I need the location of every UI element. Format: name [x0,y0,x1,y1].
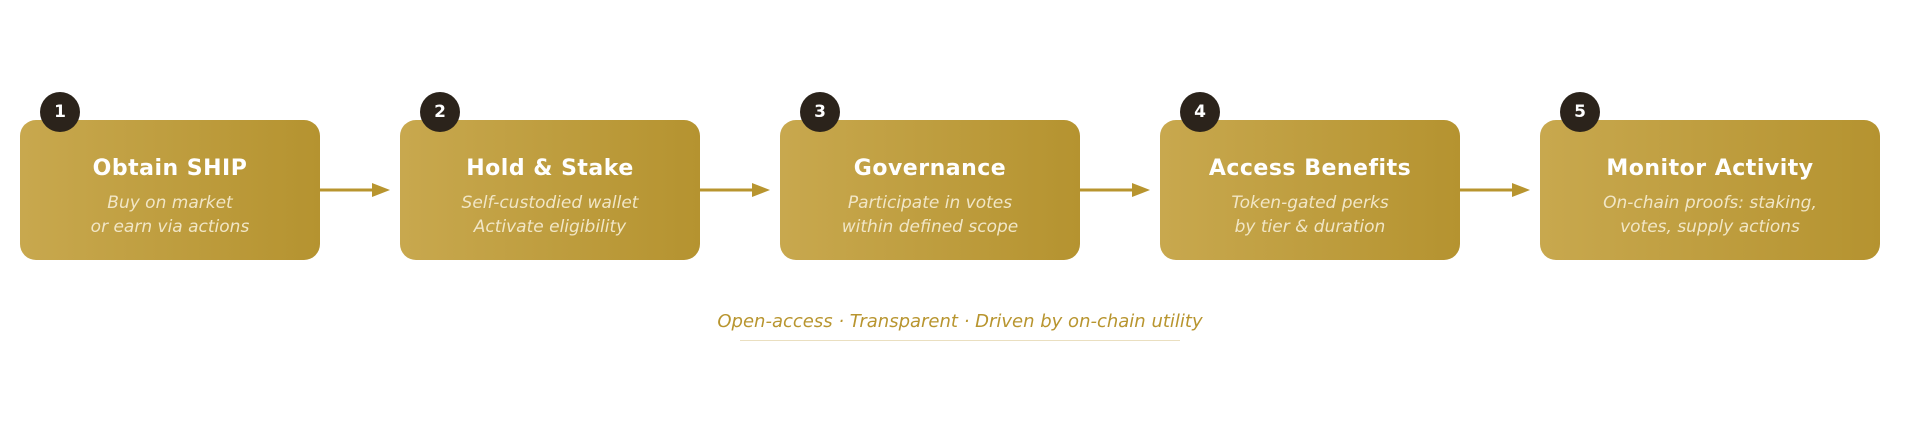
step-title: Obtain SHIP [92,156,248,181]
step-description-line: Self-custodied wallet [461,193,639,213]
step-description-line: or earn via actions [90,217,250,237]
step-number-badge: 2 [420,92,460,132]
step-description-line: On-chain proofs: staking, [1603,193,1817,213]
arrow-right-icon [1460,183,1530,197]
step-number-badge: 3 [800,92,840,132]
step-number-badge: 5 [1560,92,1600,132]
arrow-right-icon [700,183,770,197]
step-card-4: Access Benefits Token-gated perks by tier… [1160,120,1460,260]
step-number-badge: 4 [1180,92,1220,132]
step-description: Participate in votes within defined scope [780,191,1080,239]
step-description-line: Activate eligibility [473,217,627,237]
step-description-line: Token-gated perks [1231,193,1389,213]
step-card-1: Obtain SHIP Buy on market or earn via act… [20,120,320,260]
step-description-line: Participate in votes [847,193,1013,213]
tagline: Open-access · Transparent · Driven by on… [717,311,1203,332]
step-title: Governance [853,156,1007,181]
step-card-3: Governance Participate in votes within de… [780,120,1080,260]
arrow-right-icon [320,183,390,197]
tagline-underline [740,340,1180,341]
arrow-right-icon [1080,183,1150,197]
step-description: On-chain proofs: staking, votes, supply a… [1540,191,1880,239]
step-description-line: Buy on market [107,193,233,213]
step-title: Access Benefits [1208,156,1412,181]
step-title: Monitor Activity [1606,156,1814,181]
step-description-line: within defined scope [841,217,1019,237]
step-title: Hold & Stake [466,156,634,181]
step-description: Buy on market or earn via actions [20,191,320,239]
step-description-line: by tier & duration [1234,217,1386,237]
step-card-5: Monitor Activity On-chain proofs: stakin… [1540,120,1880,260]
step-description: Token-gated perks by tier & duration [1160,191,1460,239]
step-number-badge: 1 [40,92,80,132]
step-description-line: votes, supply actions [1620,217,1800,237]
